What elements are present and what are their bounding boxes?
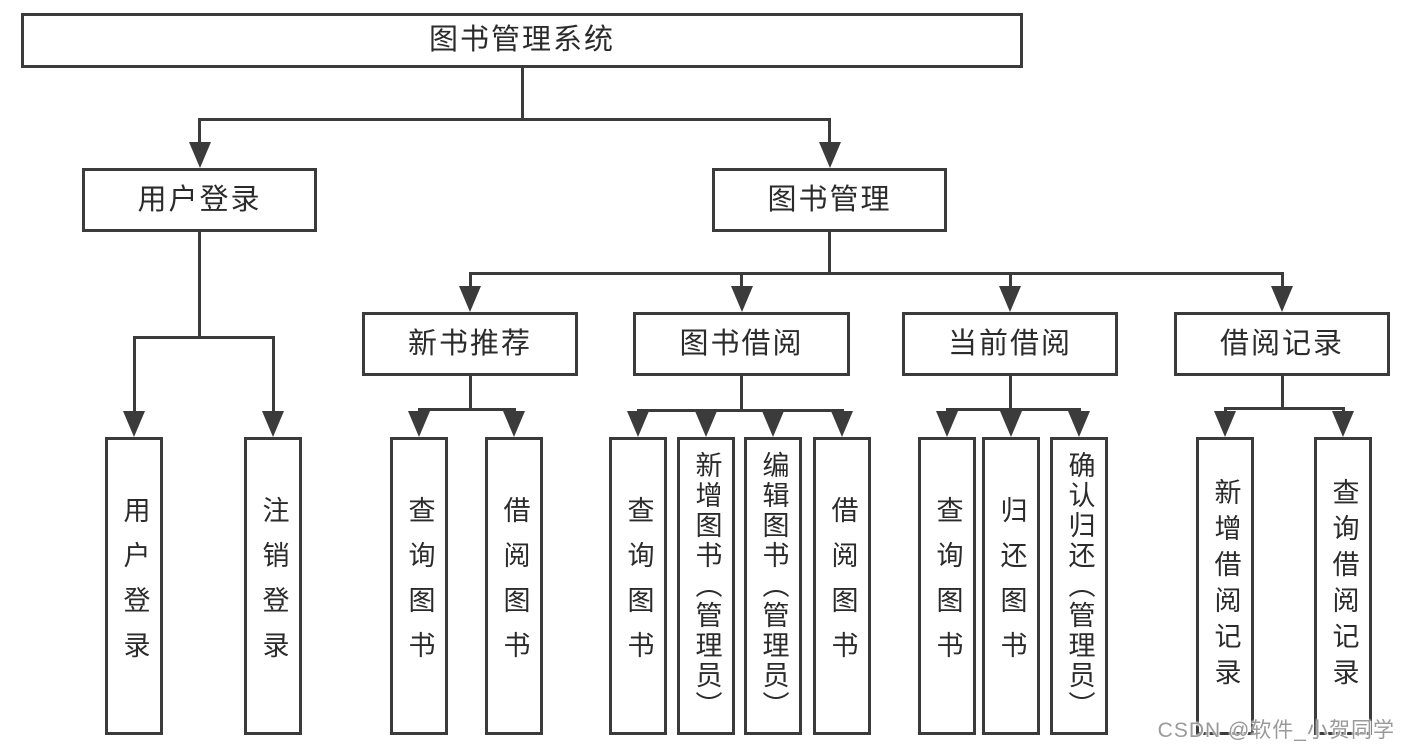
arrowhead-borrow-records [1271,286,1293,312]
arrowhead-leaf-add-borrow-record [1214,411,1236,437]
arrowhead-leaf-user-login [123,411,145,437]
connector-drop-user-login [198,118,201,150]
node-borrow-records: 借阅记录 [1174,312,1390,376]
node-label-user-login: 用户登录 [137,183,262,216]
arrowhead-leaf-borrow-book-1 [503,411,525,437]
node-label-leaf-query-book-1: 查询图书 [404,496,435,676]
node-label-leaf-query-book-2: 查询图书 [623,496,654,676]
node-label-new-book-rec: 新书推荐 [407,327,532,360]
connector-branch-book-borrow [636,409,844,412]
connector-branch-new-book-rec [417,408,516,411]
connector-branch-root [198,118,831,121]
arrowhead-leaf-confirm-return [1068,411,1090,437]
node-label-leaf-borrow-book-2: 借阅图书 [827,496,858,676]
node-label-leaf-add-borrow-record: 新增借阅记录 [1210,478,1241,694]
arrowhead-leaf-query-book-1 [408,411,430,437]
node-book-mgmt: 图书管理 [712,168,947,232]
node-label-leaf-return-book: 归还图书 [996,496,1027,676]
connector-drop-leaf-logout [271,336,275,419]
connector-drop-leaf-user-login [132,336,136,419]
arrowhead-leaf-add-book [695,411,717,437]
node-leaf-add-borrow-record: 新增借阅记录 [1196,437,1254,735]
node-leaf-query-borrow-record: 查询借阅记录 [1314,437,1372,735]
arrowhead-leaf-query-book-2 [627,411,649,437]
node-user-login: 用户登录 [82,168,317,232]
node-book-borrow: 图书借阅 [633,312,850,376]
node-leaf-borrow-book-2: 借阅图书 [813,437,871,735]
node-leaf-add-book: 新增图书（管理员） [677,437,735,735]
node-label-book-mgmt: 图书管理 [767,183,892,216]
node-label-leaf-user-login: 用户登录 [119,496,150,676]
node-label-leaf-add-book: 新增图书（管理员） [691,451,722,721]
node-label-leaf-query-book-3: 查询图书 [932,496,963,676]
connector-branch-book-mgmt [468,272,1284,275]
node-leaf-user-login: 用户登录 [105,437,163,735]
connector-branch-user-login [132,336,275,339]
connector-stem-borrow-records [1280,376,1284,410]
arrowhead-leaf-query-book-3 [936,411,958,437]
node-root: 图书管理系统 [21,13,1023,68]
node-label-borrow-records: 借阅记录 [1219,327,1344,360]
node-leaf-query-book-2: 查询图书 [609,437,667,735]
arrowhead-new-book-rec [459,286,481,312]
connector-drop-new-book-rec [468,272,472,294]
node-new-book-rec: 新书推荐 [362,312,578,376]
node-leaf-borrow-book-1: 借阅图书 [485,437,543,735]
arrowhead-leaf-return-book [1000,411,1022,437]
arrowhead-leaf-logout [262,411,284,437]
node-leaf-confirm-return: 确认归还（管理员） [1050,437,1108,735]
node-leaf-edit-book: 编辑图书（管理员） [744,437,802,735]
csdn-watermark: CSDN @软件_小贺同学 [1157,719,1395,742]
connector-branch-borrow-records [1223,407,1345,410]
arrowhead-user-login [188,142,211,168]
connector-branch-current-borrow [945,408,1081,411]
node-label-book-borrow: 图书借阅 [679,327,804,360]
node-leaf-query-book-3: 查询图书 [918,437,976,735]
connector-stem-new-book-rec [468,376,472,411]
node-leaf-logout: 注销登录 [244,437,302,735]
connector-stem-book-mgmt [828,232,831,275]
connector-drop-book-borrow [740,272,743,294]
arrowhead-book-borrow [730,286,753,312]
connector-stem-root [520,68,524,121]
node-label-root: 图书管理系统 [428,24,615,56]
node-label-leaf-edit-book: 编辑图书（管理员） [758,451,789,721]
connector-drop-borrow-records [1280,272,1284,294]
node-label-leaf-confirm-return: 确认归还（管理员） [1064,451,1095,721]
connector-drop-book-mgmt [828,118,831,150]
node-leaf-query-book-1: 查询图书 [390,437,448,735]
node-leaf-return-book: 归还图书 [982,437,1040,735]
arrowhead-leaf-edit-book [762,411,784,437]
connector-stem-book-borrow [740,376,743,412]
arrowhead-book-mgmt [818,142,841,168]
node-label-current-borrow: 当前借阅 [947,327,1072,360]
connector-stem-current-borrow [1008,376,1012,411]
node-current-borrow: 当前借阅 [902,312,1118,376]
node-label-leaf-borrow-book-1: 借阅图书 [499,496,530,676]
node-label-leaf-logout: 注销登录 [258,496,289,676]
arrowhead-leaf-query-borrow-record [1332,411,1354,437]
node-label-leaf-query-borrow-record: 查询借阅记录 [1328,478,1359,694]
connector-drop-current-borrow [1008,272,1012,294]
connector-stem-user-login [198,232,201,339]
arrowhead-leaf-borrow-book-2 [831,411,853,437]
arrowhead-current-borrow [999,286,1021,312]
